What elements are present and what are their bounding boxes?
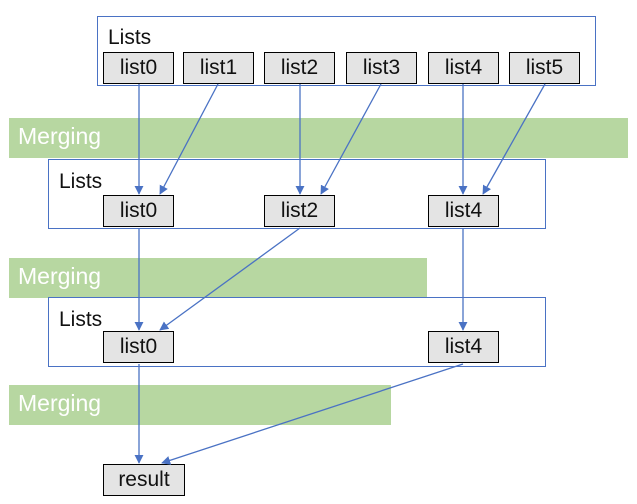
merging-band: Merging	[9, 118, 628, 158]
merging-label: Merging	[18, 263, 102, 289]
list-node-l2-1: list4	[428, 331, 499, 363]
group-title: Lists	[59, 170, 103, 193]
merging-label: Merging	[18, 390, 102, 416]
list-node-l2-0: list0	[103, 331, 174, 363]
list-node-l0-0: list0	[103, 52, 174, 84]
list-node-l1-0: list0	[103, 195, 174, 227]
list-node-l0-5: list5	[509, 52, 580, 84]
merging-label: Merging	[18, 123, 102, 149]
group-title: Lists	[59, 308, 103, 331]
group-title: Lists	[108, 26, 152, 49]
list-node-l1-1: list2	[264, 195, 335, 227]
list-node-l0-2: list2	[264, 52, 335, 84]
list-node-l0-3: list3	[346, 52, 417, 84]
merging-band: Merging	[9, 258, 427, 298]
merging-band: Merging	[9, 385, 391, 425]
list-node-l1-2: list4	[428, 195, 499, 227]
result-node: result	[103, 464, 185, 496]
list-node-l0-1: list1	[183, 52, 254, 84]
list-node-l0-4: list4	[428, 52, 499, 84]
